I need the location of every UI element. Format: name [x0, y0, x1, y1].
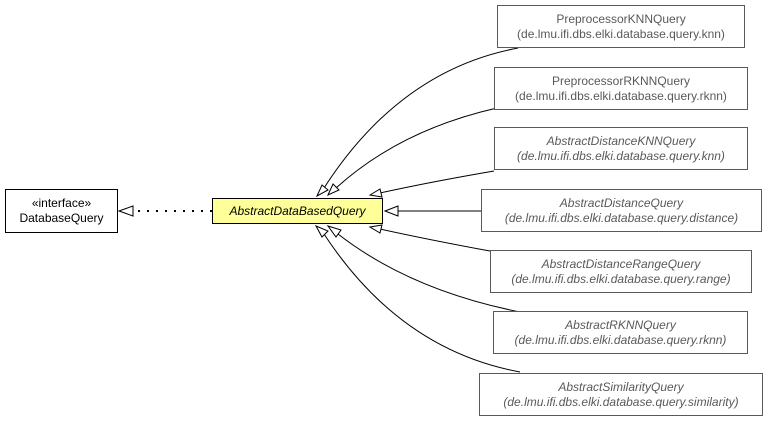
arrowhead-abstract-distance-knn-query	[368, 188, 383, 198]
class-name: PreprocessorRKNNQuery	[551, 73, 691, 88]
interface-name: DatabaseQuery	[19, 211, 104, 225]
class-name: PreprocessorKNNQuery	[556, 11, 686, 26]
edge-abstract-rknn-query	[337, 233, 521, 313]
arrowhead-preprocessor-rknn-query	[326, 183, 340, 197]
class-package: (de.lmu.ifi.dbs.elki.database.query.rang…	[511, 271, 731, 286]
class-abstract-distance-knn-query[interactable]: AbstractDistanceKNNQuery (de.lmu.ifi.dbs…	[494, 127, 748, 170]
arrowhead-abstract-distance-query	[383, 205, 399, 217]
class-abstract-rknn-query[interactable]: AbstractRKNNQuery (de.lmu.ifi.dbs.elki.d…	[493, 311, 748, 354]
arrowhead-abstract-similarity-query	[314, 224, 329, 238]
class-abstract-similarity-query[interactable]: AbstractSimilarityQuery (de.lmu.ifi.dbs.…	[479, 373, 763, 416]
class-preprocessor-rknn-query[interactable]: PreprocessorRKNNQuery (de.lmu.ifi.dbs.el…	[494, 67, 748, 110]
class-name: AbstractDistanceKNNQuery	[546, 133, 696, 148]
edge-preprocessor-rknn-query	[335, 107, 498, 189]
edge-preprocessor-knn-query	[323, 47, 519, 189]
arrowhead-abstract-rknn-query	[326, 225, 342, 238]
class-package: (de.lmu.ifi.dbs.elki.database.query.simi…	[503, 394, 739, 409]
class-package: (de.lmu.ifi.dbs.elki.database.query.rknn…	[515, 88, 727, 103]
class-name: AbstractDistanceRangeQuery	[541, 256, 701, 271]
class-abstract-data-based-query[interactable]: AbstractDataBasedQuery	[212, 198, 383, 224]
focus-class-name: AbstractDataBasedQuery	[229, 203, 366, 218]
class-name: AbstractSimilarityQuery	[558, 379, 684, 394]
class-preprocessor-knn-query[interactable]: PreprocessorKNNQuery (de.lmu.ifi.dbs.elk…	[497, 5, 745, 48]
edge-abstract-similarity-query	[323, 233, 521, 373]
realization-arrowhead	[117, 205, 134, 217]
class-abstract-distance-query[interactable]: AbstractDistanceQuery (de.lmu.ifi.dbs.el…	[481, 189, 762, 232]
class-package: (de.lmu.ifi.dbs.elki.database.query.dist…	[504, 210, 739, 225]
class-package: (de.lmu.ifi.dbs.elki.database.query.knn)	[517, 26, 725, 41]
interface-stereotype: «interface»	[31, 196, 92, 210]
edge-abstract-distance-knn-query	[379, 170, 495, 194]
class-name: AbstractDistanceQuery	[559, 195, 684, 210]
edge-abstract-distance-range-query	[379, 228, 491, 252]
class-name: AbstractRKNNQuery	[565, 317, 676, 332]
class-abstract-distance-range-query[interactable]: AbstractDistanceRangeQuery (de.lmu.ifi.d…	[490, 250, 752, 293]
arrowhead-abstract-distance-range-query	[368, 224, 383, 234]
class-package: (de.lmu.ifi.dbs.elki.database.query.rknn…	[514, 332, 727, 347]
class-package: (de.lmu.ifi.dbs.elki.database.query.knn)	[517, 148, 725, 163]
interface-database-query[interactable]: «interface» DatabaseQuery	[5, 189, 118, 233]
arrowhead-preprocessor-knn-query	[315, 184, 329, 198]
